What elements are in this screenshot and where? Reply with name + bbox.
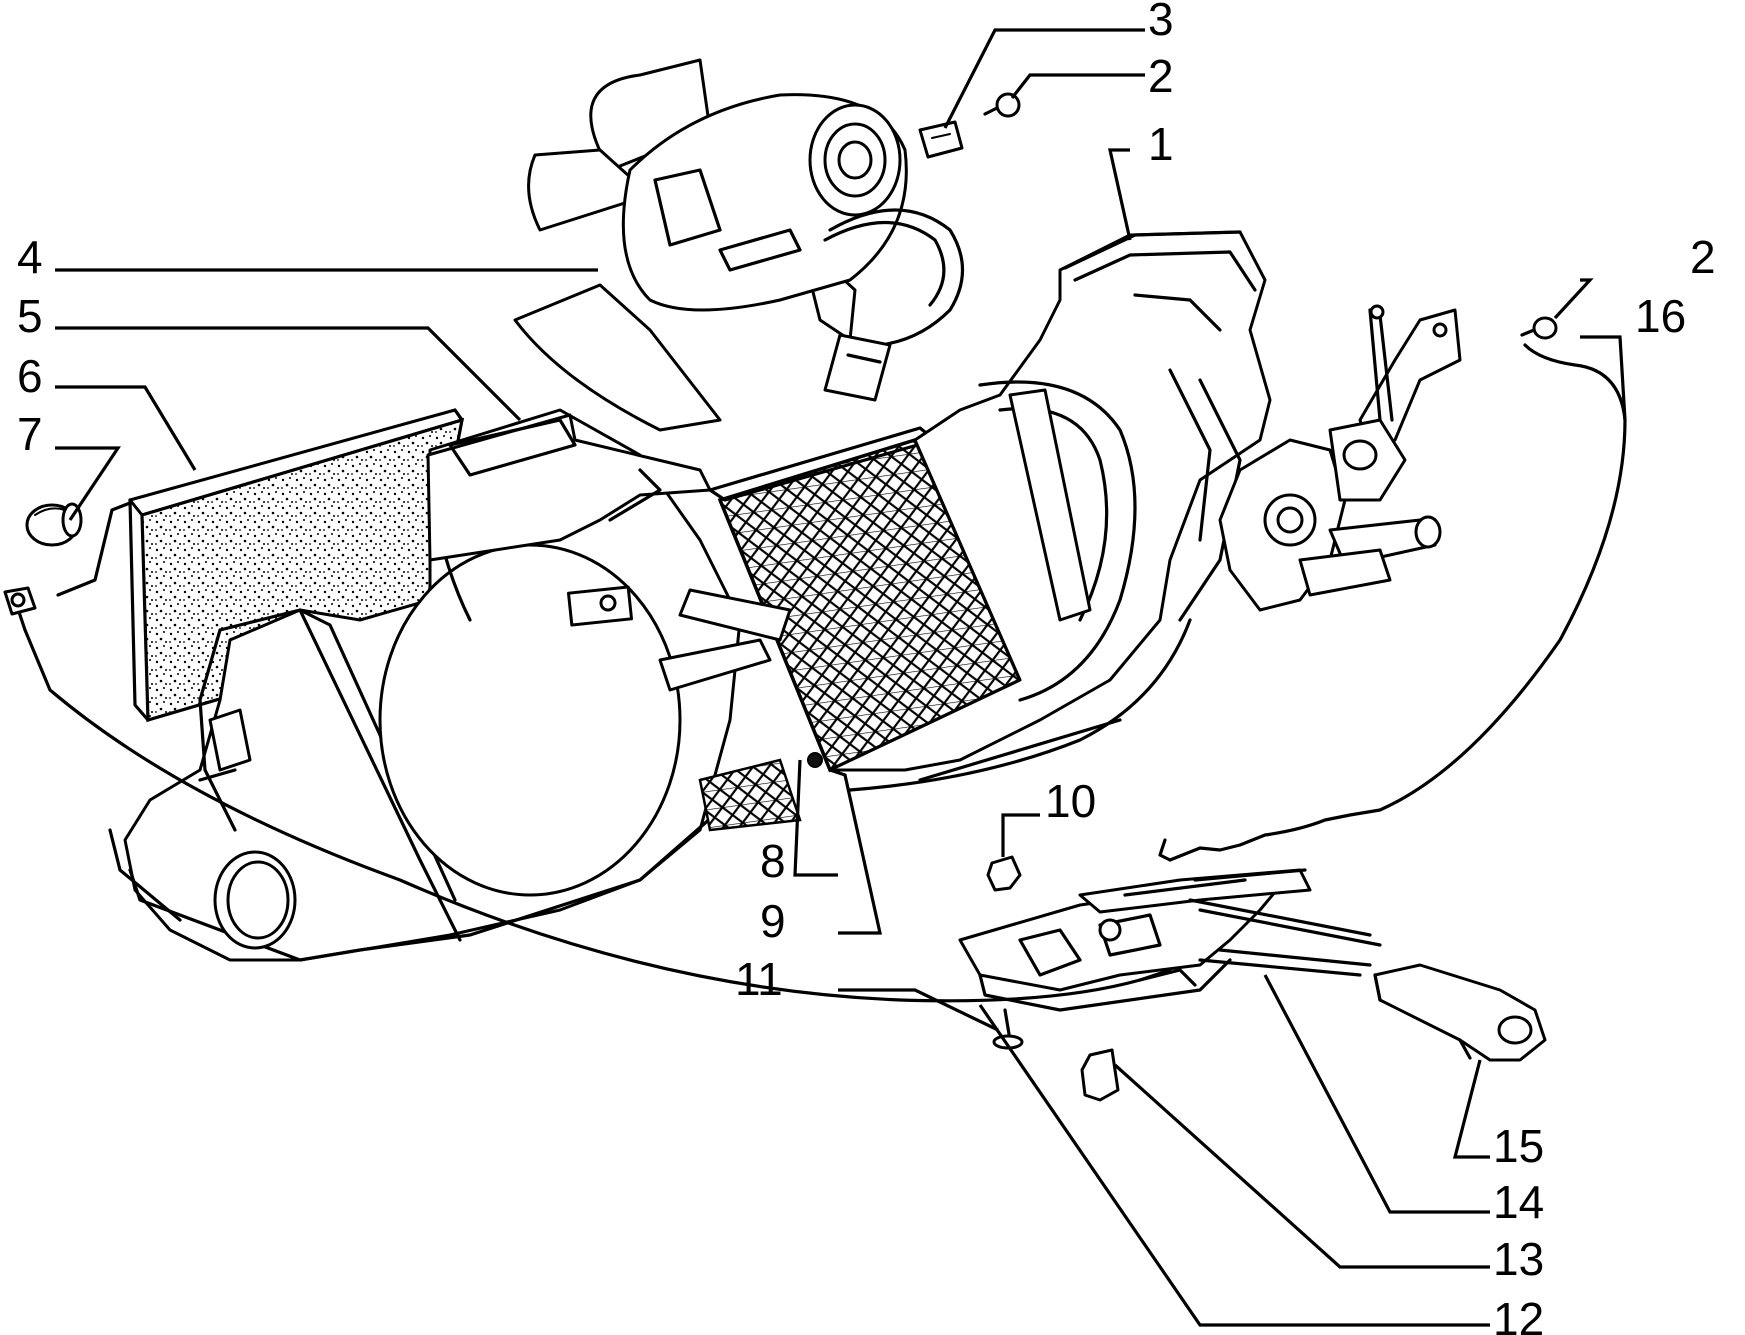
callout-11: 11: [735, 953, 783, 1005]
callout-labels: 1 2 2 3 4 5 6 7 8 9 10 11 12 13 14 15 16: [17, 0, 1716, 1335]
part-1-blower-housing: [828, 230, 1272, 792]
part-16-control-cable: [1168, 343, 1627, 862]
part-3-clip: [918, 120, 964, 159]
leader-9: [838, 774, 882, 935]
leader-15: [1452, 1059, 1490, 1159]
leader-3: [943, 28, 1145, 129]
part-5-heater-housing: [108, 408, 742, 962]
leader-10: [1001, 813, 1040, 857]
part-4-blower-fan-motor: [513, 58, 965, 432]
leader-8: [793, 759, 838, 877]
leader-13: [1113, 1063, 1490, 1269]
callout-9: 9: [760, 895, 786, 947]
leader-12: [978, 1004, 1490, 1327]
callout-2-right: 2: [1690, 231, 1716, 283]
part-2-screw-right: [1520, 316, 1558, 340]
callout-15: 15: [1493, 1120, 1544, 1172]
part-14-control-panel: [958, 868, 1382, 1012]
callout-14: 14: [1493, 1176, 1544, 1228]
callout-16: 16: [1635, 290, 1686, 342]
part-7-grommet: [25, 502, 83, 547]
callout-4: 4: [17, 231, 43, 283]
leader-5: [55, 326, 522, 422]
leader-1: [1108, 148, 1132, 241]
leader-7: [55, 446, 121, 521]
callout-10: 10: [1045, 775, 1096, 827]
linkage-rod: [56, 501, 132, 597]
leader-2a: [1010, 73, 1145, 99]
callout-12: 12: [1493, 1293, 1544, 1335]
parts-illustration: [3, 58, 1627, 1102]
callout-3: 3: [1148, 0, 1174, 45]
part-2-screw-upper: [983, 92, 1021, 118]
leader-6: [55, 385, 197, 471]
part-15-control-knob: [1373, 963, 1547, 1062]
heater-valve-mechanism: [1218, 304, 1462, 612]
leader-lines: [55, 28, 1627, 1327]
callout-7: 7: [17, 408, 43, 460]
leader-11: [838, 988, 999, 1032]
callout-5: 5: [17, 290, 43, 342]
callout-1: 1: [1148, 118, 1174, 170]
leader-2b: [1553, 278, 1594, 320]
callout-8: 8: [760, 835, 786, 887]
callout-6: 6: [17, 350, 43, 402]
part-13-clip: [1080, 1048, 1120, 1102]
part-10-nut: [986, 855, 1022, 892]
callout-13: 13: [1493, 1233, 1544, 1285]
leader-14: [1263, 974, 1490, 1214]
callout-2-upper: 2: [1148, 50, 1174, 102]
leader-16: [1580, 335, 1627, 421]
